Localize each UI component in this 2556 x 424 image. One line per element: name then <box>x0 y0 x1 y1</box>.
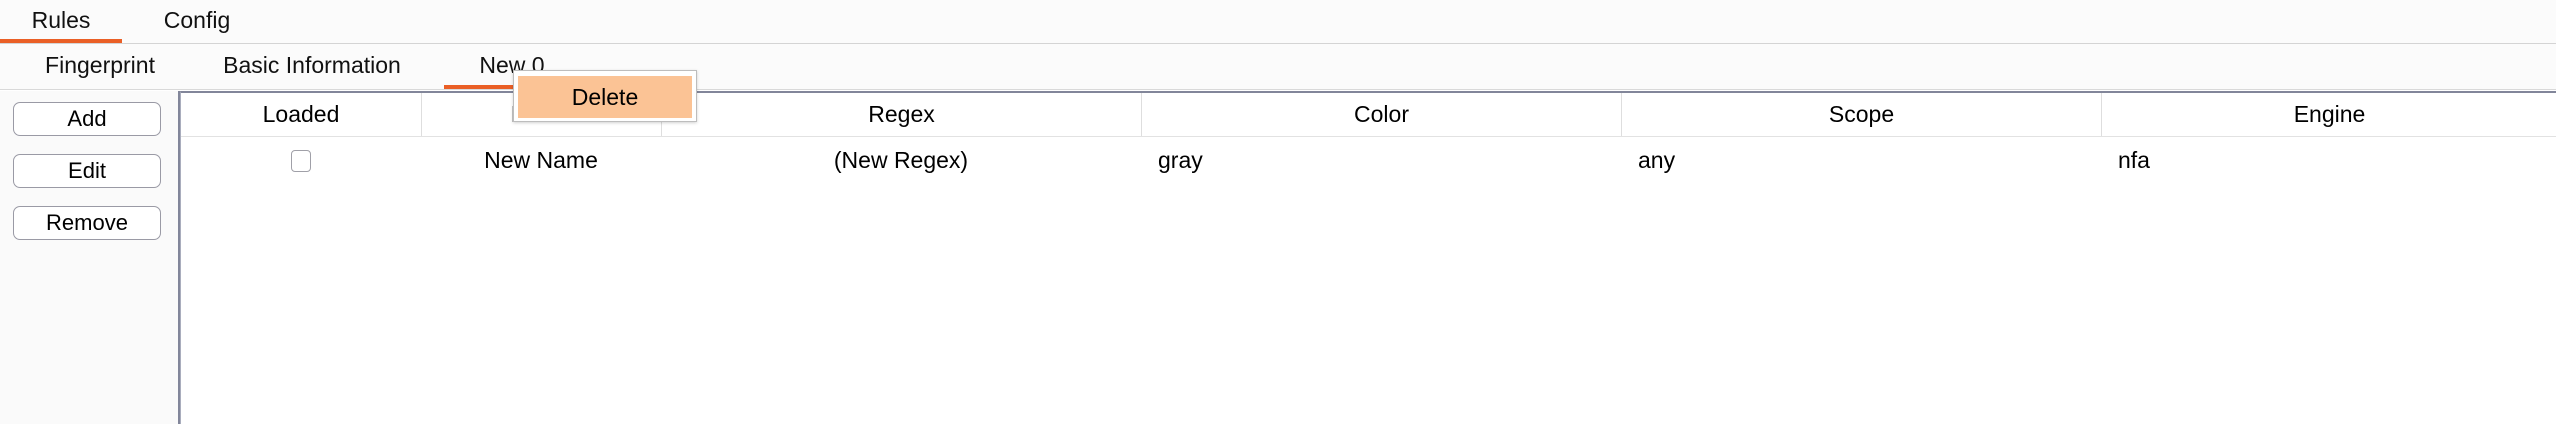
add-button-label: Add <box>67 106 107 131</box>
column-header-engine[interactable]: Engine <box>2101 93 2556 136</box>
add-button[interactable]: Add <box>13 102 161 136</box>
table-row[interactable]: New Name (New Regex) gray any nfa <box>181 137 2556 183</box>
rules-table: Loaded Name Regex Color Scope Engine New… <box>180 91 2556 424</box>
context-menu-item-delete[interactable]: Delete <box>518 76 692 118</box>
tab-basic-information[interactable]: Basic Information <box>200 44 424 89</box>
cell-color[interactable]: gray <box>1158 147 1203 173</box>
column-header-loaded[interactable]: Loaded <box>262 101 340 127</box>
cell-regex[interactable]: (New Regex) <box>833 147 969 173</box>
column-header-regex[interactable]: Regex <box>661 93 1141 136</box>
rule-actions-panel: Add Edit Remove <box>0 91 180 424</box>
tab-fingerprint-label: Fingerprint <box>45 52 155 78</box>
tab-config-label: Config <box>163 7 231 33</box>
tab-rules-label: Rules <box>31 7 91 33</box>
edit-button[interactable]: Edit <box>13 154 161 188</box>
primary-tab-bar: Rules Config <box>0 0 2556 44</box>
cell-engine[interactable]: nfa <box>2118 147 2150 173</box>
column-header-scope[interactable]: Scope <box>1621 93 2101 136</box>
edit-button-label: Edit <box>68 158 106 183</box>
cell-name[interactable]: New Name <box>484 147 598 173</box>
cell-scope[interactable]: any <box>1638 147 1676 173</box>
remove-button-label: Remove <box>46 210 128 235</box>
context-menu: Delete <box>513 70 697 122</box>
cell-loaded <box>181 137 421 183</box>
secondary-tab-bar: Fingerprint Basic Information New 0 <box>0 44 2556 90</box>
tab-config[interactable]: Config <box>122 0 272 43</box>
tab-basic-information-label: Basic Information <box>223 52 401 78</box>
tab-rules[interactable]: Rules <box>0 0 122 43</box>
column-header-color[interactable]: Color <box>1141 93 1621 136</box>
remove-button[interactable]: Remove <box>13 206 161 240</box>
tab-fingerprint[interactable]: Fingerprint <box>0 44 200 89</box>
loaded-checkbox[interactable] <box>291 149 311 172</box>
